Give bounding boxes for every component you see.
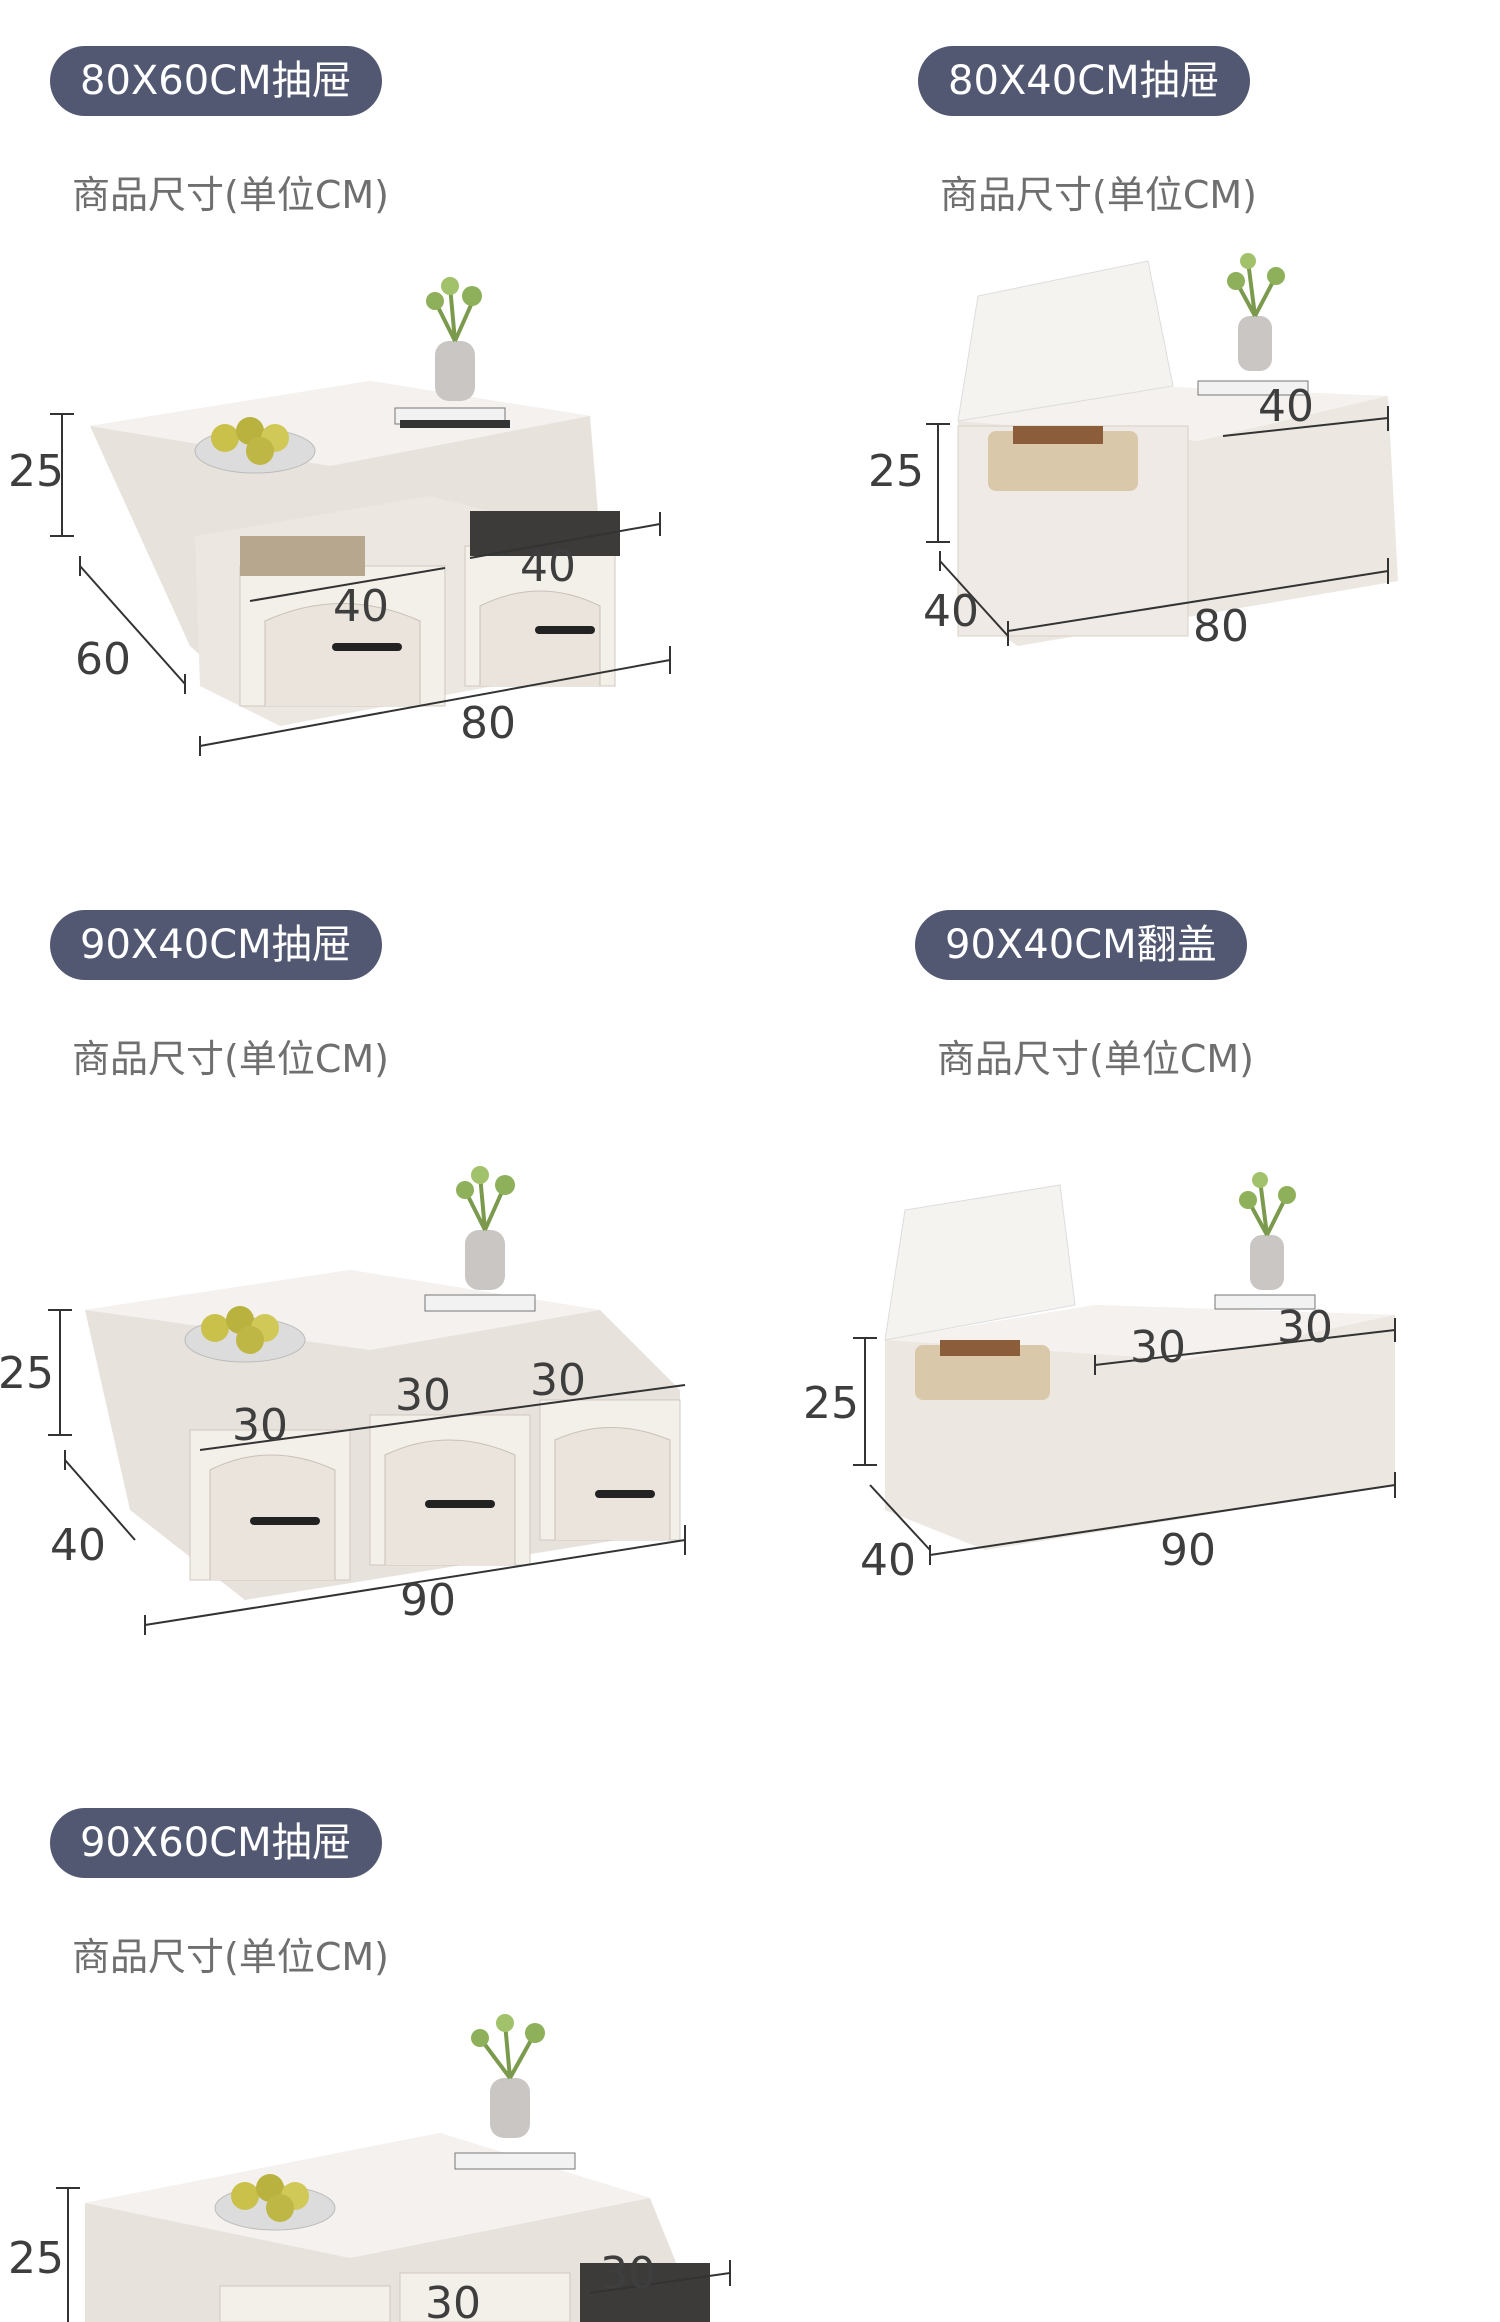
coffee-table-illustration: 25 40 90 30 30 30 [0, 1166, 686, 1635]
product-card-90x40-lid: 90X40CM翻盖 商品尺寸(单位CM) 25 40 90 30 30 [803, 910, 1495, 1630]
vase-plant [1197, 253, 1309, 396]
product-card-80x60-drawer: 80X60CM抽屉 商品尺寸(单位CM) [8, 46, 700, 766]
dimension-lines [56, 2187, 731, 2322]
depth-label: 40 [50, 1520, 106, 1571]
coffee-table-illustration: 25 60 80 40 40 [8, 277, 671, 756]
fruit-bowl [194, 417, 316, 474]
compartment-b-label: 30 [395, 1370, 451, 1421]
dimension-lines [50, 413, 671, 756]
compartment-a-label: 30 [1130, 1322, 1186, 1373]
vase-plant [424, 1166, 536, 1312]
coffee-table-illustration: 25 40 80 40 [868, 253, 1398, 652]
width-label: 90 [1160, 1525, 1216, 1576]
drawer-row [219, 2263, 710, 2322]
drawer-right [464, 545, 616, 687]
size-caption: 商品尺寸(单位CM) [72, 173, 389, 217]
storage-basket [915, 1340, 1050, 1400]
height-label: 25 [803, 1378, 859, 1429]
compartment-b-label: 40 [520, 541, 576, 592]
height-label: 25 [8, 2233, 64, 2284]
size-caption: 商品尺寸(单位CM) [937, 1037, 1254, 1081]
height-label: 25 [0, 1348, 54, 1399]
depth-label: 40 [923, 586, 979, 637]
fruit-bowl [184, 1306, 306, 1363]
width-label: 80 [460, 698, 516, 749]
compartment-b-label: 30 [600, 2248, 656, 2299]
compartment-a-label: 40 [1258, 381, 1314, 432]
size-tag: 90X40CM抽屉 [50, 910, 382, 980]
drawer-middle [369, 1414, 531, 1566]
size-tag: 80X40CM抽屉 [918, 46, 1250, 116]
product-card-90x40-drawer: 90X40CM抽屉 商品尺寸(单位CM) [0, 910, 700, 1635]
dimension-lines [48, 1309, 686, 1635]
depth-label: 60 [75, 634, 131, 685]
compartment-a-label: 30 [425, 2278, 481, 2322]
compartment-a-label: 30 [232, 1400, 288, 1451]
compartment-a-label: 40 [333, 581, 389, 632]
width-label: 80 [1193, 601, 1249, 652]
product-card-80x40-drawer: 80X40CM抽屉 商品尺寸(单位CM) 25 40 80 [868, 46, 1478, 766]
height-label: 25 [8, 446, 64, 497]
size-tag: 90X60CM抽屉 [50, 1808, 382, 1878]
depth-label: 40 [860, 1535, 916, 1586]
fruit-bowl [214, 2174, 336, 2231]
height-label: 25 [868, 446, 924, 497]
size-caption: 商品尺寸(单位CM) [940, 173, 1257, 217]
size-tag: 90X40CM翻盖 [915, 910, 1247, 980]
vase-plant [394, 277, 510, 428]
drawer-right [539, 1399, 681, 1541]
drawer-left [239, 565, 446, 707]
size-caption: 商品尺寸(单位CM) [72, 1037, 389, 1081]
dimension-lines [926, 406, 1389, 646]
compartment-c-label: 30 [530, 1355, 586, 1406]
width-label: 90 [400, 1575, 456, 1626]
size-caption: 商品尺寸(单位CM) [72, 1935, 389, 1979]
drawer-left [189, 1429, 351, 1581]
size-tag: 80X60CM抽屉 [50, 46, 382, 116]
coffee-table-illustration: 25 40 90 30 30 [803, 1172, 1396, 1586]
vase-plant [454, 2014, 576, 2170]
compartment-b-label: 30 [1277, 1302, 1333, 1353]
product-card-90x60-drawer: 90X60CM抽屉 商品尺寸(单位CM) 25 3 [8, 1808, 770, 2322]
vase-plant [1214, 1172, 1316, 1310]
coffee-table-illustration: 25 30 30 [8, 2014, 731, 2322]
storage-basket [988, 426, 1138, 491]
dimension-lines [853, 1318, 1396, 1565]
